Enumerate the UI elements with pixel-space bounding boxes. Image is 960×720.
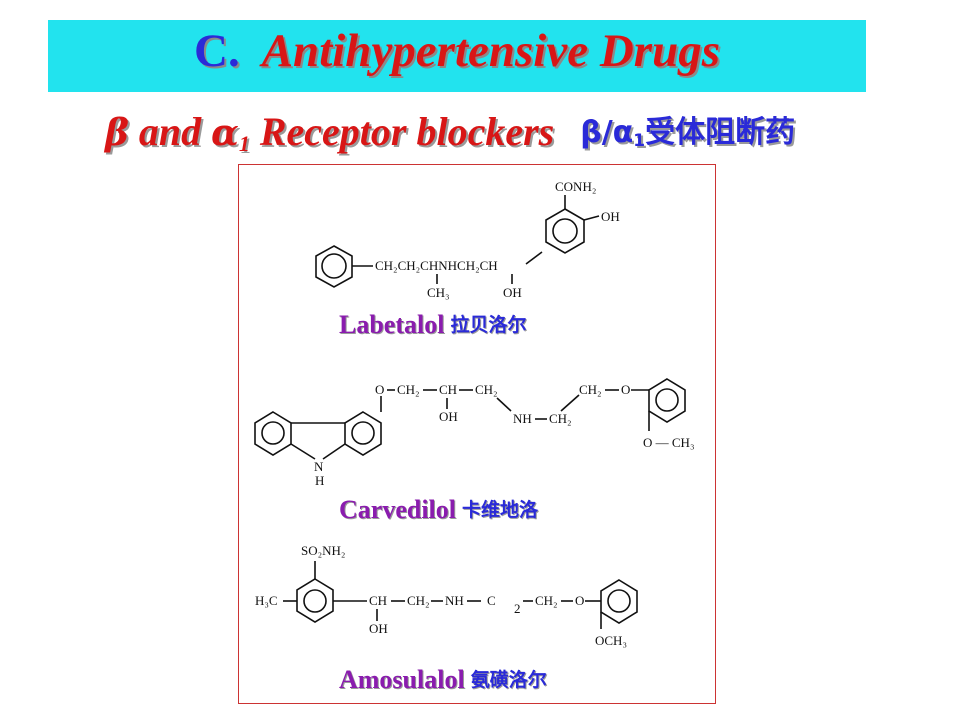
labetalol-conh2: CONH₂ xyxy=(555,179,596,194)
labetalol-oh-ring: OH xyxy=(601,209,620,224)
title-text: Antihypertensive Drugs xyxy=(261,25,720,77)
carvedilol-carbazole-left-ring xyxy=(254,411,292,456)
labetalol-structure: CH₂CH₂CHNHCH₂CH CH₃ OH CONH₂ OH xyxy=(315,179,620,300)
carvedilol-och3: O — CH₃ xyxy=(643,435,694,450)
labetalol-salicyl-aromatic xyxy=(552,218,578,244)
carvedilol-h: H xyxy=(315,473,324,488)
title-bar: C. Antihypertensive Drugs xyxy=(48,20,866,92)
subtitle-cn: β/α1受体阻断药 xyxy=(580,115,796,151)
subtitle-cn-text: 受体阻断药 xyxy=(645,115,796,150)
subtitle-cn-sub: 1 xyxy=(633,131,646,151)
carvedilol-ch2-1: CH₂ xyxy=(397,382,420,397)
carvedilol-ch2-2: CH₂ xyxy=(475,382,498,397)
carvedilol-structure: N H O CH₂ CH OH CH₂ NH CH₂ CH₂ O O — CH₃ xyxy=(254,378,694,488)
amosulalol-och3: OCH₃ xyxy=(595,633,627,648)
carvedilol-left-aromatic xyxy=(261,421,285,445)
amosulalol-benzene-ring xyxy=(296,578,334,623)
amosulalol-ch2-1: CH₂ xyxy=(407,593,430,608)
carvedilol-o1: O xyxy=(375,382,384,397)
carvedilol-name-en: Carvedilol xyxy=(339,495,456,524)
amosulalol-h-sub2: 2 xyxy=(514,601,521,616)
carvedilol-n: N xyxy=(314,459,324,474)
labetalol-salicyl-ring xyxy=(545,208,585,254)
carvedilol-bond xyxy=(496,397,512,412)
carvedilol-ch: CH xyxy=(439,382,457,397)
subtitle-beta: β xyxy=(105,112,129,154)
labetalol-oh-chain: OH xyxy=(503,285,522,300)
subtitle-cn-prefix: β/α xyxy=(580,115,634,150)
carvedilol-bond xyxy=(560,394,580,412)
amosulalol-name-en: Amosulalol xyxy=(339,665,465,694)
carvedilol-o2: O xyxy=(621,382,630,397)
labetalol-name-cn: 拉贝洛尔 xyxy=(450,314,527,336)
carvedilol-right-aromatic xyxy=(351,421,375,445)
title-section-letter: C. xyxy=(194,25,240,77)
amosulalol-oh: OH xyxy=(369,621,388,636)
carvedilol-phenoxy-aromatic xyxy=(655,388,679,412)
subtitle-rest: Receptor blockers xyxy=(259,109,555,154)
labetalol-bond xyxy=(583,215,600,221)
carvedilol-ch2-4: CH₂ xyxy=(579,382,602,397)
carvedilol-bond xyxy=(290,443,316,460)
subtitle-alpha-sub: 1 xyxy=(238,131,250,156)
amosulalol-phenoxy-aromatic xyxy=(607,589,631,613)
amosulalol-c: C xyxy=(487,593,496,608)
carvedilol-nh: NH xyxy=(513,411,532,426)
labetalol-bond xyxy=(525,251,543,265)
amosulalol-name-cn: 氨磺洛尔 xyxy=(470,669,547,691)
carvedilol-ch2-3: CH₂ xyxy=(549,411,572,426)
carvedilol-phenoxy-ring xyxy=(648,378,686,423)
carvedilol-carbazole-right-ring xyxy=(344,411,382,456)
amosulalol-structure: SO₂NH₂ H₃C CH OH CH₂ NH C 2 CH₂ O OCH₃ xyxy=(255,543,638,648)
subtitle-alpha: α xyxy=(211,112,239,154)
carvedilol-name: Carvedilol 卡维地洛 xyxy=(339,495,538,525)
labetalol-phenyl-aromatic xyxy=(321,253,347,279)
labetalol-chain: CH₂CH₂CHNHCH₂CH xyxy=(375,258,498,273)
amosulalol-h3c: H₃C xyxy=(255,593,278,608)
amosulalol-nh: NH xyxy=(445,593,464,608)
amosulalol-ch2-2: CH₂ xyxy=(535,593,558,608)
carvedilol-name-cn: 卡维地洛 xyxy=(462,499,539,521)
structures-panel: CH₂CH₂CHNHCH₂CH CH₃ OH CONH₂ OH Labetalo… xyxy=(238,164,716,704)
amosulalol-phenoxy-ring xyxy=(600,579,638,624)
carvedilol-oh: OH xyxy=(439,409,458,424)
labetalol-phenyl-ring xyxy=(315,245,353,288)
labetalol-name-en: Labetalol xyxy=(339,310,445,339)
slide-subtitle: β and α1 Receptor blockers β/α1受体阻断药 xyxy=(105,107,795,157)
amosulalol-o: O xyxy=(575,593,584,608)
subtitle-and: and xyxy=(138,109,202,154)
slide-title: C. Antihypertensive Drugs xyxy=(48,24,866,78)
labetalol-ch3: CH₃ xyxy=(427,285,450,300)
amosulalol-so2nh2: SO₂NH₂ xyxy=(301,543,345,558)
amosulalol-benzene-aromatic xyxy=(303,589,327,613)
carvedilol-bond xyxy=(322,443,346,460)
amosulalol-ch: CH xyxy=(369,593,387,608)
